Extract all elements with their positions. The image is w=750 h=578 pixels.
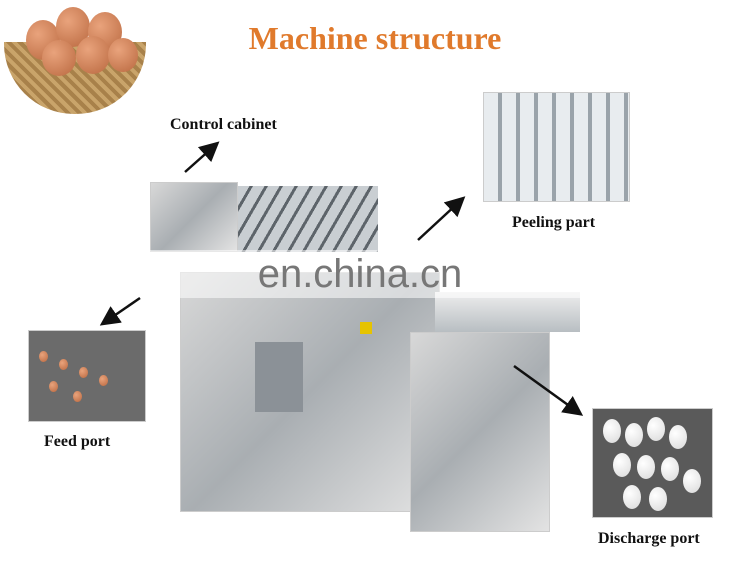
- label-feed-port: Feed port: [44, 433, 111, 450]
- page-title: Machine structure: [248, 20, 502, 56]
- arrow-peeling-part: [417, 196, 466, 241]
- arrow-control-cabinet: [184, 141, 220, 173]
- watermark: en.china.cn: [140, 250, 580, 298]
- peeling-part-photo: [483, 92, 630, 202]
- label-peeling-part: Peeling part: [512, 214, 596, 231]
- arrow-discharge-port: [513, 364, 584, 416]
- machine-image: [150, 182, 580, 566]
- arrow-feed-port: [99, 296, 141, 326]
- egg-basket-image: [4, 2, 146, 114]
- discharge-port-photo: [592, 408, 713, 518]
- feed-port-photo: [28, 330, 146, 422]
- label-control-cabinet: Control cabinet: [170, 116, 277, 133]
- label-discharge-port: Discharge port: [598, 530, 700, 547]
